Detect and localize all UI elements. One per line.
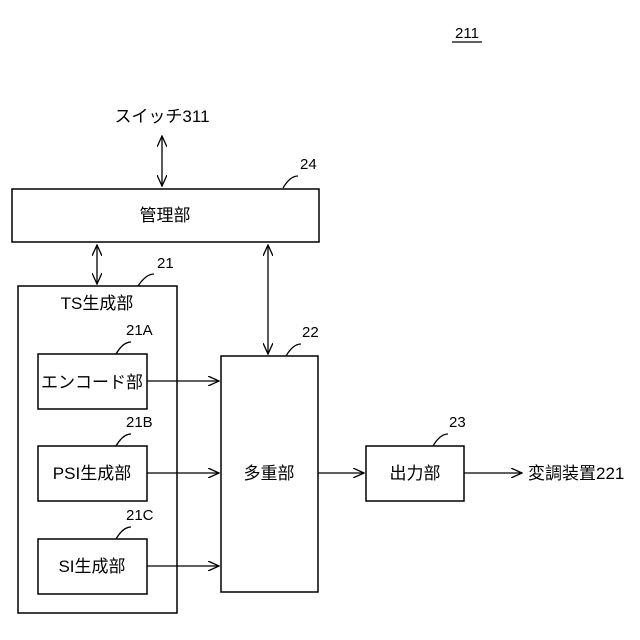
si-gen-ref: 21C — [126, 507, 154, 524]
management-ref-leader — [283, 176, 298, 188]
modulator-label: 変調装置221 — [528, 464, 624, 483]
figure-number: 211 — [455, 25, 479, 42]
encoder-label: エンコード部 — [41, 373, 143, 392]
mux-label: 多重部 — [244, 464, 295, 483]
management-label: 管理部 — [140, 206, 191, 225]
mux-ref: 22 — [302, 324, 319, 341]
ts-gen-label: TS生成部 — [61, 294, 134, 313]
switch-label: スイッチ311 — [114, 107, 209, 126]
ts-gen-ref-leader — [138, 274, 154, 286]
output-ref: 23 — [449, 414, 466, 431]
encoder-ref: 21A — [126, 322, 153, 339]
ts-gen-ref: 21 — [157, 255, 174, 272]
output-ref-leader — [433, 434, 448, 446]
si-gen-label: SI生成部 — [58, 557, 125, 576]
psi-gen-label: PSI生成部 — [53, 464, 131, 483]
management-ref: 24 — [300, 156, 317, 173]
output-label: 出力部 — [390, 464, 441, 483]
psi-gen-ref: 21B — [126, 414, 153, 431]
mux-ref-leader — [286, 344, 301, 356]
